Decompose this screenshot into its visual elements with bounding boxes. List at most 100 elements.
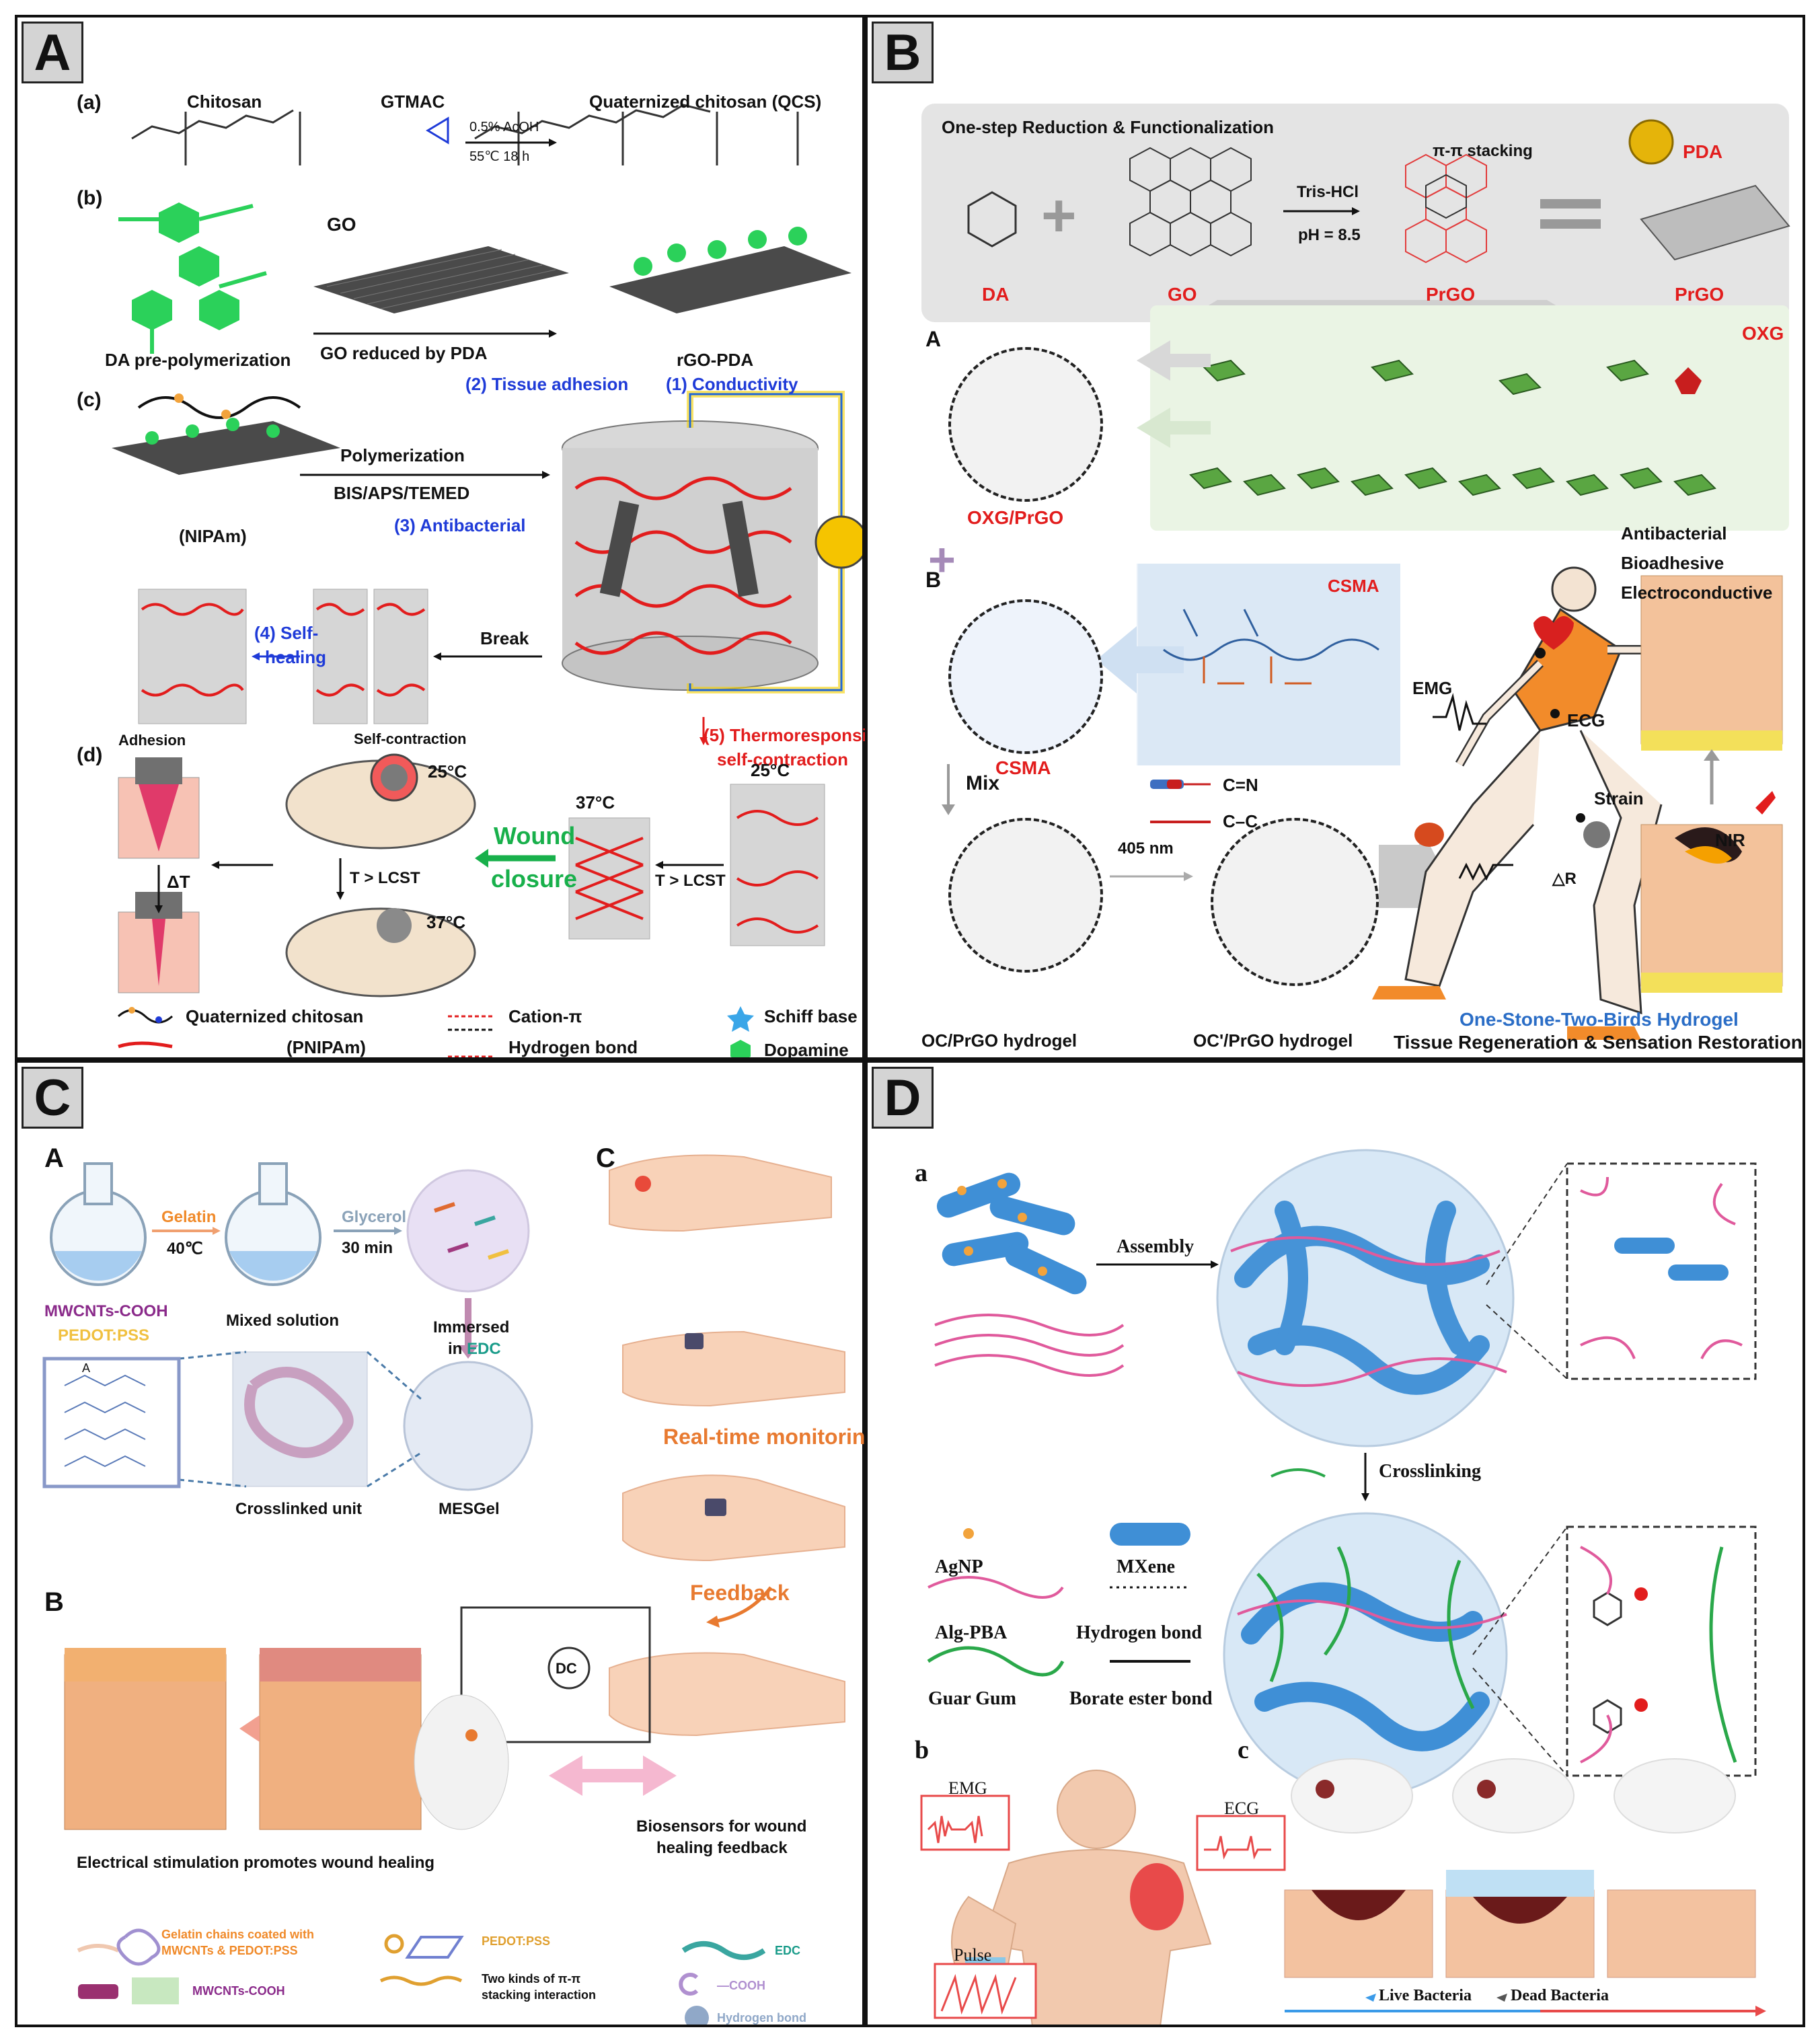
svg-text:+: + [928, 533, 956, 586]
closure-label: closure [491, 865, 578, 893]
algpba-label: Alg-PBA [935, 1622, 1008, 1643]
glycerol-label: Glycerol [342, 1208, 407, 1226]
sub-c-c: C [596, 1143, 615, 1173]
self-healing-2: healing [265, 647, 327, 667]
panel-a-artwork [112, 104, 862, 1057]
mix-b: Mix [966, 772, 1000, 794]
cond2-label: 55℃ 18 h [469, 149, 530, 164]
panel-c-label: C [22, 1067, 83, 1129]
go-reduced-label: GO reduced by PDA [320, 343, 488, 363]
in-edc-label: in EDC [448, 1340, 501, 1359]
lcst-label-2: T > LCST [655, 872, 726, 890]
ecg-b: ECG [1567, 710, 1605, 730]
polymerization-label: Polymerization [340, 445, 465, 465]
osb-b: One-Stone-Two-Birds Hydrogel [1459, 1009, 1739, 1030]
qcs-label: Quaternized chitosan (QCS) [589, 91, 822, 112]
panel-d-artwork [920, 1149, 1766, 2025]
panel-d: D [865, 1060, 1805, 2027]
panel-b-label: B [872, 22, 934, 83]
leg-pedot: PEDOT:PSS [482, 1934, 551, 1948]
ph-label: pH = 8.5 [1298, 226, 1361, 244]
leg-gel-1: Gelatin chains coated with [161, 1928, 315, 1941]
b-title: One-step Reduction & Functionalization [942, 117, 1274, 137]
assembly-label: Assembly [1116, 1236, 1195, 1257]
leg-hbond-c: Hydrogen bond [717, 2011, 806, 2025]
elec-label: Electrical stimulation promotes wound he… [77, 1854, 435, 1872]
mwcnt-label: MWCNTs-COOH [44, 1302, 168, 1320]
conductivity-label: (1) Conductivity [666, 374, 798, 394]
oc-b: OC/PrGO hydrogel [921, 1030, 1077, 1051]
borate-label: Borate ester bond [1069, 1688, 1213, 1709]
temp-37-gel: 37°C [576, 792, 615, 813]
feedback-label: Feedback [690, 1581, 790, 1605]
tissue-b: Tissue Regeneration & Sensation Restorat… [1394, 1032, 1803, 1053]
small-a-label: A [82, 1361, 91, 1375]
oxg-label: OXG [1742, 323, 1784, 344]
t40-label: 40℃ [167, 1240, 203, 1258]
panel-a-label: A [22, 22, 83, 83]
legend-cation: Cation-π [508, 1006, 582, 1026]
rgo-pda-label: rGO-PDA [677, 350, 754, 370]
legend-hbond: Hydrogen bond [508, 1037, 638, 1057]
panel-b-artwork: + [921, 104, 1790, 1040]
crosslinking-label: Crosslinking [1379, 1461, 1481, 1482]
delta-t-label: ΔT [167, 872, 190, 892]
prgo-label: PrGO [1426, 284, 1476, 305]
chitosan-label: Chitosan [187, 91, 262, 112]
mesgel-label: MESGel [439, 1500, 500, 1518]
tissue-adhesion-label: (2) Tissue adhesion [465, 374, 629, 394]
emg-b: EMG [1412, 678, 1453, 698]
crosslinked-label: Crosslinked unit [235, 1500, 363, 1518]
legend-qc: Quaternized chitosan [186, 1006, 364, 1026]
realtime-label: Real-time monitoring [663, 1425, 879, 1449]
live-d: Live Bacteria [1379, 1987, 1472, 2004]
leg-two-1: Two kinds of π-π [482, 1972, 581, 1986]
go-label-b: GO [1168, 284, 1197, 305]
legend-schiff: Schiff base [764, 1006, 858, 1026]
adhesion-label: Adhesion [118, 732, 186, 749]
bis-label: BIS/APS/TEMED [334, 483, 470, 503]
leg-mwcnt: MWCNTs-COOH [192, 1984, 285, 1998]
pedot-label: PEDOT:PSS [58, 1326, 150, 1345]
sub-a-b: A [925, 327, 942, 351]
leg-gel-2: MWCNTs & PEDOT:PSS [161, 1944, 298, 1957]
oc-prgo-circle [948, 818, 1103, 973]
mxene-label: MXene [1116, 1556, 1176, 1577]
panel-d-label: D [872, 1067, 934, 1129]
panel-c: C [15, 1060, 878, 2027]
csma-label: CSMA [995, 757, 1051, 778]
in-edc-word: EDC [467, 1340, 501, 1358]
temp-25-mouse: 25°C [428, 761, 467, 782]
csma-box-label: CSMA [1328, 576, 1379, 596]
min30-label: 30 min [342, 1239, 393, 1257]
antibacterial-label: (3) Antibacterial [394, 515, 526, 535]
thermo-label-1: (5) Thermoresponsive [704, 725, 886, 745]
immersed-label: Immersed [433, 1318, 510, 1336]
legend-dopamine: Dopamine [764, 1040, 849, 1060]
prgo-label-2: PrGO [1675, 284, 1724, 305]
tris-label: Tris-HCl [1297, 183, 1359, 201]
sub-d: (d) [77, 744, 103, 766]
leg-two-2: stacking interaction [482, 1988, 597, 2002]
thermo-label-2: self-contraction [717, 749, 849, 769]
ocp-b: OC'/PrGO hydrogel [1193, 1030, 1353, 1051]
panel-c-artwork [42, 1154, 845, 2025]
go-label: GO [327, 214, 356, 235]
emg-d: EMG [948, 1778, 987, 1798]
sub-b-b: B [925, 568, 942, 592]
temp-25-gel: 25°C [751, 760, 790, 780]
sub-b: (b) [77, 187, 103, 209]
sub-d-c: c [1238, 1736, 1249, 1764]
dc-label: DC [556, 1660, 577, 1677]
gelatin-label: Gelatin [161, 1208, 217, 1226]
cn-b: C=N [1223, 775, 1258, 795]
da-pre-label: DA pre-polymerization [105, 350, 291, 370]
legend-pnipam: (PNIPAm) [287, 1037, 366, 1057]
panel-a: A [15, 15, 886, 1060]
nm-b: 405 nm [1118, 839, 1174, 858]
leg-edc: EDC [775, 1944, 801, 1957]
oxg-prgo-label: OXG/PrGO [967, 507, 1064, 528]
bioadhesive-b: Bioadhesive [1621, 553, 1724, 573]
cc-b: C–C [1223, 811, 1258, 831]
gtmac-label: GTMAC [381, 91, 445, 112]
